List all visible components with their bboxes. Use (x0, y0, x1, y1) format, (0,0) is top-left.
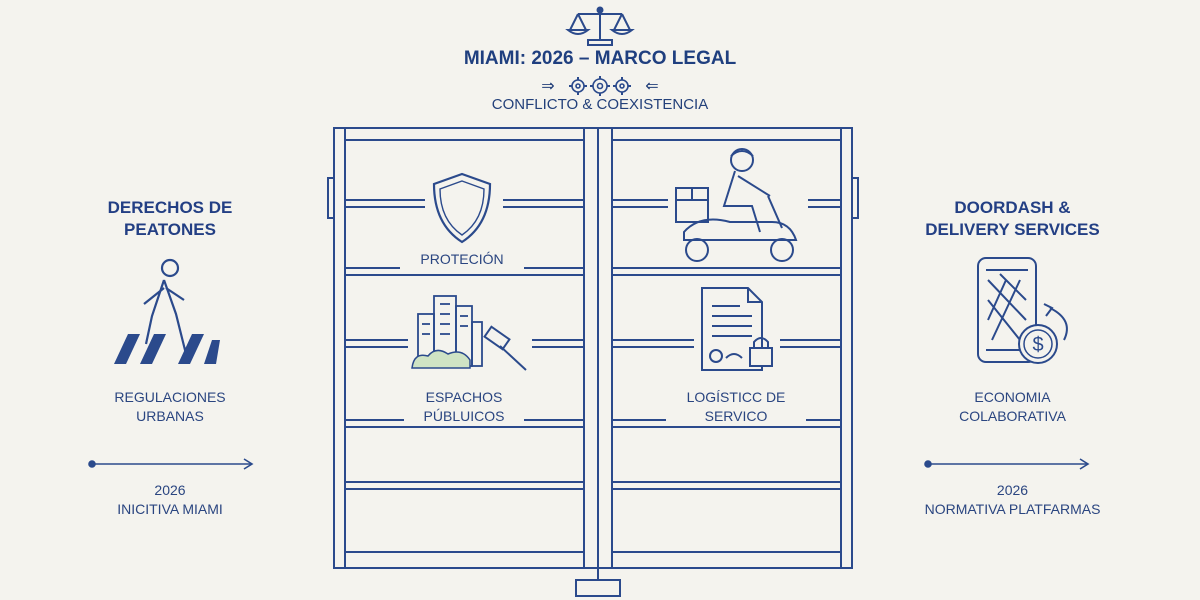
timeline-right (924, 458, 1090, 470)
left-label-line1: REGULACIONES (114, 389, 226, 405)
gate-left-bottom-label-line2: PÚBLUICOS (404, 407, 524, 426)
page-title: MIAMI: 2026 – MARCO LEGAL (463, 48, 737, 69)
left-label-line2: URBANAS (136, 408, 204, 424)
gavel-icon (483, 325, 527, 371)
city-buildings-icon (408, 290, 532, 372)
svg-text:$: $ (1032, 334, 1043, 356)
scooter-courier-icon (668, 145, 808, 267)
gate-left-bottom-label-line1: ESPACHOS (404, 388, 524, 407)
dollar-coin-icon: $ (1018, 303, 1068, 364)
page-subtitle: CONFLICTO & COEXISTENCIA (491, 96, 709, 113)
phone-map-icon (977, 257, 1037, 363)
pedestrian-crossing-icon (114, 258, 220, 364)
contract-lock-icon (694, 282, 780, 374)
right-heading-line2: DELIVERY SERVICES (925, 220, 1100, 239)
arrow-right-icon: ⇒ (541, 78, 555, 95)
gate-right-bottom-label-line2: SERVICO (666, 407, 806, 426)
right-label-line2: COLABORATIVA (959, 408, 1066, 424)
left-heading-line1: DERECHOS DE (107, 198, 233, 217)
arrow-left-icon: ⇐ (645, 78, 659, 95)
right-timeline-label: NORMATIVA PLATFARMAS (924, 501, 1101, 517)
timeline-left (88, 458, 254, 470)
gate-left-top-label: PROTECIÓN (400, 250, 524, 269)
scales-icon (565, 6, 635, 46)
gears-icon (569, 76, 631, 96)
left-heading-line2: PEATONES (124, 220, 216, 239)
right-label-line1: ECONOMIA (974, 389, 1051, 405)
right-timeline-year: 2026 (996, 482, 1029, 498)
left-timeline-label: INICITIVA MIAMI (117, 501, 223, 517)
shield-icon (425, 170, 503, 248)
right-heading-line1: DOORDASH & (954, 198, 1071, 217)
left-timeline-year: 2026 (154, 482, 186, 498)
gate-right-bottom-label-line1: LOGÍSTICC DE (666, 388, 806, 407)
